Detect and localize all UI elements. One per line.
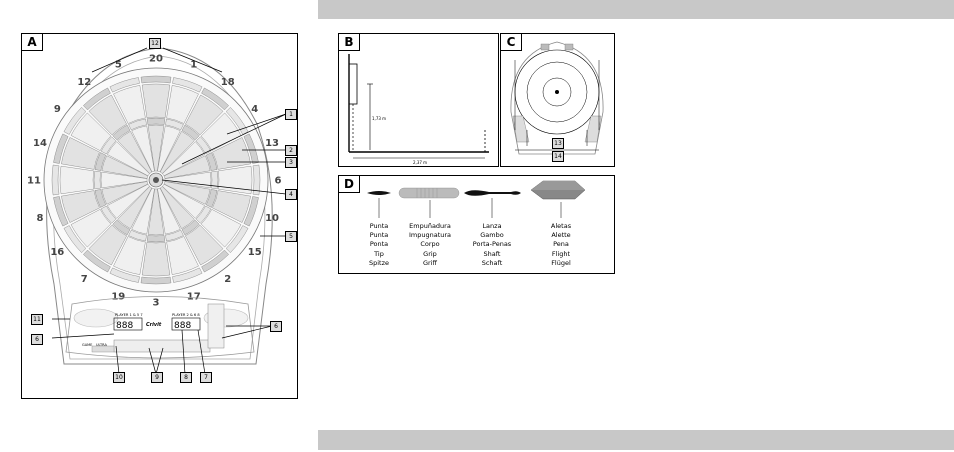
board-number: 14 — [33, 138, 47, 149]
dartboard-diagram: 20 1 18 4 13 6 10 15 2 17 3 19 7 16 8 11 14 9 12 5 PLAYER 1… — [27, 47, 287, 375]
panel-d-tag: D — [338, 175, 360, 193]
panel-c: C 13 14 — [500, 33, 615, 167]
throw-distance-diagram: 1,73 m 2,37 m — [348, 54, 489, 165]
part-name: Pena — [553, 240, 569, 249]
board-number: 20 — [149, 54, 163, 65]
panel-b-tag: B — [338, 33, 360, 51]
board-number: 13 — [265, 138, 279, 149]
board-number: 12 — [77, 77, 91, 88]
panel-c-tag: C — [500, 33, 522, 51]
panel-b: B 1,73 m 2,37 m — [338, 33, 499, 167]
part-name: Spitze — [368, 258, 390, 267]
distance-label: 2,37 m — [413, 160, 427, 165]
board-number: 8 — [36, 213, 43, 224]
part-name: Shaft — [483, 249, 501, 258]
callout-8: 8 — [180, 372, 192, 383]
part-name: Tip — [374, 249, 384, 258]
part-name: Flight — [551, 249, 571, 258]
dart-parts-diagram — [367, 180, 586, 218]
part-name: Aletas — [550, 222, 572, 230]
part-name: Griff — [423, 258, 437, 267]
callout-6-right: 6 — [270, 321, 282, 332]
brand-logo: Crivit — [146, 322, 162, 328]
callout-13: 13 — [552, 138, 564, 149]
callout-12: 12 — [149, 38, 161, 49]
footer-band — [318, 430, 954, 450]
callout-14: 14 — [552, 151, 564, 162]
callout-10: 10 — [113, 372, 125, 383]
mounting-diagram — [510, 41, 604, 155]
board-number: 6 — [275, 176, 282, 187]
callout-4: 4 — [285, 189, 297, 200]
board-number: 5 — [115, 59, 122, 70]
callout-5: 5 — [285, 231, 297, 242]
callout-7: 7 — [200, 372, 212, 383]
score-right: 888 — [174, 321, 191, 331]
part-name: Alette — [551, 231, 571, 240]
board-number: 7 — [81, 274, 88, 285]
part-name: Punta — [369, 222, 389, 230]
player1-label: PLAYER 1 & 5 7 — [115, 313, 143, 317]
board-number: 19 — [111, 292, 125, 303]
part-name: Lanza — [482, 222, 502, 230]
part-name: Punta — [369, 231, 389, 240]
part-name: Corpo — [420, 240, 440, 249]
callout-9: 9 — [151, 372, 163, 383]
part-name: Ponta — [369, 240, 389, 249]
board-number: 2 — [224, 274, 231, 285]
board-number: 17 — [187, 292, 201, 303]
callout-2: 2 — [285, 145, 297, 156]
part-name: Grip — [423, 249, 437, 258]
height-label: 1,73 m — [372, 116, 386, 121]
board-number: 1 — [190, 59, 197, 70]
ultra-label: ULTRA — [96, 343, 107, 347]
header-band — [318, 0, 954, 19]
part-name: Empuñadura — [409, 222, 451, 230]
callout-3: 3 — [285, 157, 297, 168]
part-name: Schaft — [481, 258, 503, 267]
score-left: 888 — [116, 321, 133, 331]
player2-label: PLAYER 2 & 6 8 — [172, 313, 200, 317]
part-name: Porta-Penas — [472, 240, 512, 249]
board-number: 9 — [54, 104, 61, 115]
board-number: 10 — [265, 213, 279, 224]
panel-a-tag: A — [21, 33, 43, 51]
board-number: 11 — [27, 176, 41, 187]
callout-11: 11 — [31, 314, 43, 325]
callout-1: 1 — [285, 109, 297, 120]
board-number: 4 — [251, 104, 258, 115]
board-number: 18 — [221, 77, 235, 88]
part-name: Flügel — [551, 258, 571, 267]
game-label: GAME — [82, 343, 92, 347]
board-number: 3 — [153, 298, 160, 309]
callout-6-left: 6 — [31, 334, 43, 345]
board-number: 16 — [50, 247, 64, 258]
board-number: 15 — [248, 247, 262, 258]
part-name: Impugnatura — [408, 231, 452, 240]
part-name: Gambo — [480, 231, 504, 240]
